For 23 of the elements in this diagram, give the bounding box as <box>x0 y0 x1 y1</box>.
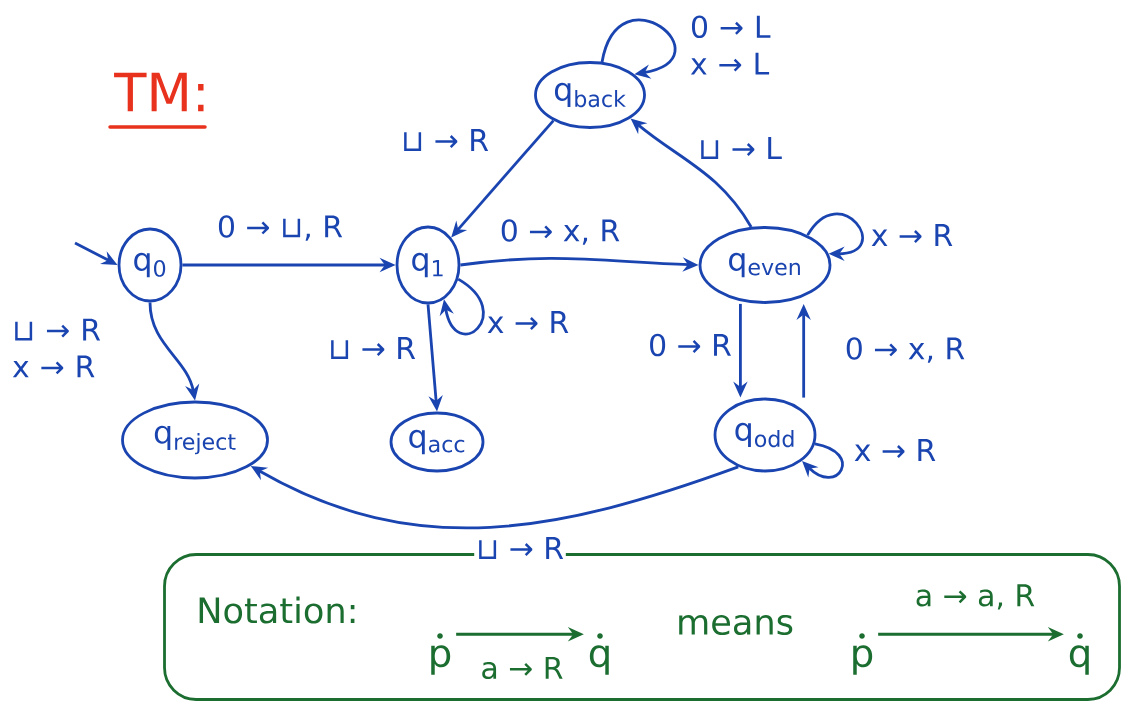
edge-label: 0 → L x → L <box>690 15 771 75</box>
edge-label: ⊔ → R x → R <box>12 318 101 378</box>
edge-label: ⊔ → L <box>701 137 782 159</box>
edge-label: 0 → x, R <box>846 337 965 363</box>
arrow <box>439 277 485 336</box>
edge-label: a → a, R <box>916 584 1035 610</box>
edge-label: ⊔ → R <box>404 129 489 151</box>
edge-label: 0 → R <box>650 333 731 357</box>
edge-label: a → R <box>482 656 563 680</box>
edge-label: 0 → ⊔, R <box>218 215 343 241</box>
edge-label: x → R <box>854 439 936 461</box>
edge-label: 0 → x, R <box>501 219 620 245</box>
point-label: p <box>853 633 873 675</box>
edge-label: ⊔ → R <box>331 337 416 359</box>
arrow <box>806 212 864 261</box>
point-label: q <box>1069 633 1089 675</box>
edge-label: x → R <box>487 311 569 333</box>
note-text: means <box>679 614 793 636</box>
title: TM: <box>108 72 207 129</box>
edge-label: x → R <box>871 224 953 246</box>
arrow <box>600 18 677 79</box>
point-label: p <box>431 633 451 675</box>
point-label: q <box>589 633 609 675</box>
